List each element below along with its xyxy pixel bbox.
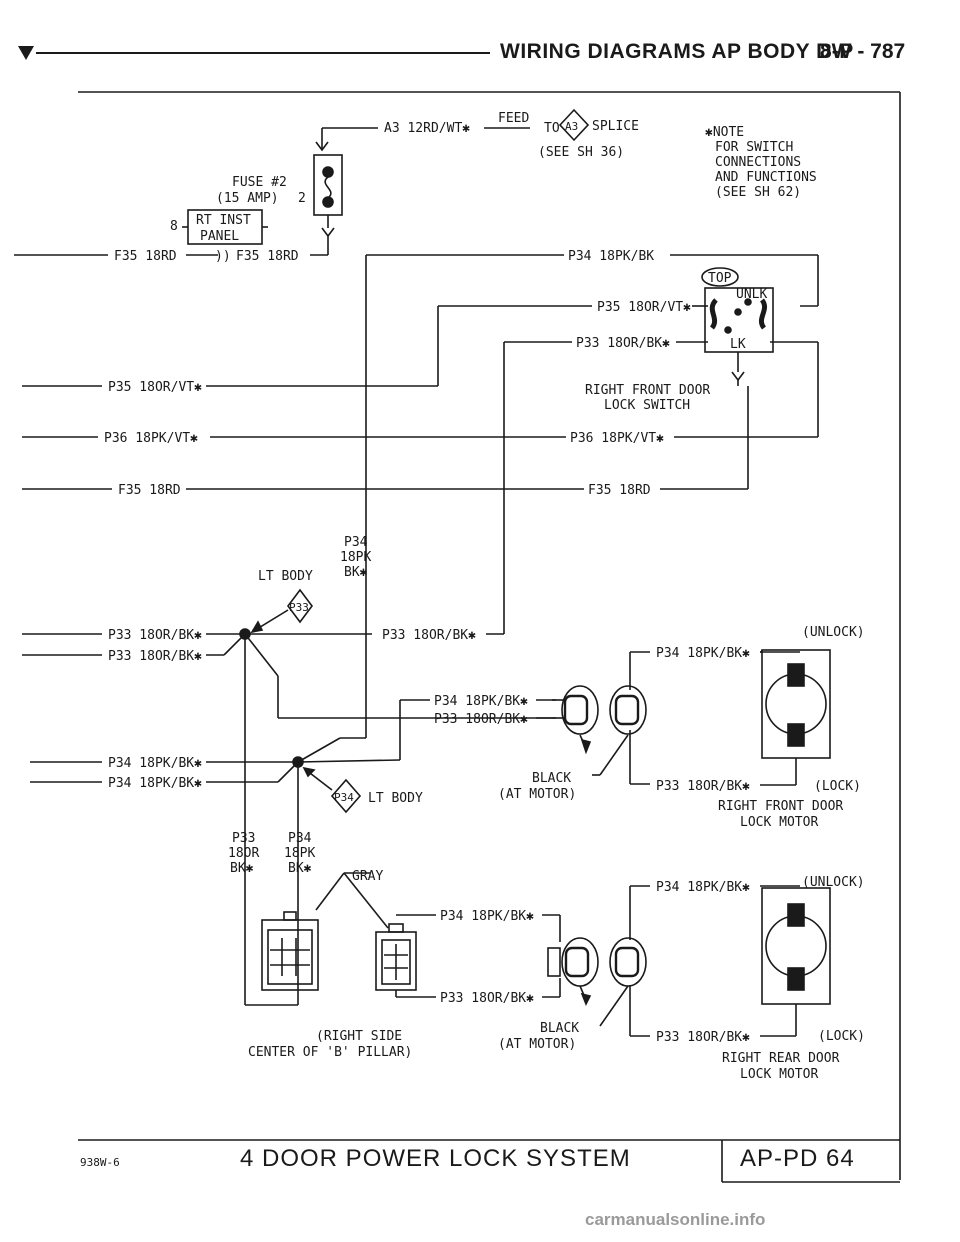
connector-black-2 <box>547 937 647 987</box>
switch-top-label: TOP <box>708 271 732 286</box>
splice-label: SPLICE <box>592 119 639 134</box>
connector-gray-label: GRAY <box>352 869 383 884</box>
note-line-1: ✱NOTE <box>705 125 744 140</box>
connector-at-motor-2: (AT MOTOR) <box>498 1037 576 1052</box>
footer-title: 4 DOOR POWER LOCK SYSTEM <box>240 1145 631 1172</box>
splice-p33-id: P33 <box>289 601 309 614</box>
lock-motor-rear <box>761 887 831 1005</box>
note-line-4: AND FUNCTIONS <box>715 170 817 185</box>
wire-p33-conn: P33 18OR/BK✱ <box>434 712 528 727</box>
wire-f35-right: F35 18RD <box>236 249 299 264</box>
wire-p33-motor1: P33 18OR/BK✱ <box>656 779 750 794</box>
page-number: 8W - 787 <box>820 40 906 63</box>
splice-lt-body-2: LT BODY <box>368 791 423 806</box>
panel-label-2: PANEL <box>200 229 239 244</box>
motor-rear-lock: (LOCK) <box>818 1029 865 1044</box>
feed-wire: A3 12RD/WT✱ <box>384 121 470 136</box>
wire-p34-motor2: P34 18PK/BK✱ <box>656 880 750 895</box>
lock-motor-front <box>760 649 831 759</box>
note-line-3: CONNECTIONS <box>715 155 801 170</box>
wire-p35-left: P35 18OR/VT✱ <box>108 380 202 395</box>
wire-f35-right2: F35 18RD <box>588 483 651 498</box>
feed-see: (SEE SH 36) <box>538 145 624 160</box>
watermark: carmanualsonline.info <box>585 1210 766 1229</box>
wire-p34-vert-1: P34 <box>344 535 368 550</box>
motor-front-lock: (LOCK) <box>814 779 861 794</box>
wire-p34-vert2-2: 18PK <box>284 846 315 861</box>
switch-name-1: RIGHT FRONT DOOR <box>585 383 710 398</box>
wire-p36-right: P36 18PK/VT✱ <box>570 431 664 446</box>
connector-at-motor-1: (AT MOTOR) <box>498 787 576 802</box>
wire-p34-b: P34 18PK/BK✱ <box>108 776 202 791</box>
page-title: WIRING DIAGRAMS AP BODY D-P <box>500 40 854 63</box>
motor-front-unlock: (UNLOCK) <box>802 625 865 640</box>
pillar-label-2: CENTER OF 'B' PILLAR) <box>248 1045 412 1060</box>
connector-black-1-label: BLACK <box>532 771 571 786</box>
page-header: WIRING DIAGRAMS AP BODY D-P 8W - 787 <box>0 0 960 90</box>
wire-p34-motor1: P34 18PK/BK✱ <box>656 646 750 661</box>
wire-p33-switch: P33 18OR/BK✱ <box>576 336 670 351</box>
wire-p33-mid: P33 18OR/BK✱ <box>382 628 476 643</box>
wire-p33-b: P33 18OR/BK✱ <box>108 649 202 664</box>
wire-p34-vert2-3: BK✱ <box>288 861 312 876</box>
note-line-5: (SEE SH 62) <box>715 185 801 200</box>
wire-p33-vert-3: BK✱ <box>230 861 254 876</box>
wire-p33-motor2: P33 18OR/BK✱ <box>656 1030 750 1045</box>
fuse-label: FUSE #2 <box>232 175 287 190</box>
connector-gray <box>375 923 417 991</box>
wire-p34-conn: P34 18PK/BK✱ <box>434 694 528 709</box>
lock-switch <box>701 267 774 386</box>
switch-unlk-label: UNLK <box>736 287 767 302</box>
footer-code: 938W-6 <box>80 1156 120 1169</box>
feed-label: FEED <box>498 111 529 126</box>
panel-label-1: RT INST <box>196 213 251 228</box>
note-block: ✱NOTE FOR SWITCH CONNECTIONS AND FUNCTIO… <box>705 125 817 200</box>
wire-p33-a: P33 18OR/BK✱ <box>108 628 202 643</box>
connector-b-pillar <box>245 911 319 1006</box>
wire-f35-left2: F35 18RD <box>118 483 181 498</box>
splice-diamond-p34 <box>330 778 362 814</box>
panel-pin: 8 <box>170 219 178 234</box>
wire-f35-left: F35 18RD <box>114 249 177 264</box>
switch-name-2: LOCK SWITCH <box>604 398 690 413</box>
splice-lt-body-1: LT BODY <box>258 569 313 584</box>
wire-p36-left: P36 18PK/VT✱ <box>104 431 198 446</box>
wire-p34-vert2-1: P34 <box>288 831 312 846</box>
wire-p34-conn2: P34 18PK/BK✱ <box>440 909 534 924</box>
header-rule <box>18 46 490 60</box>
pillar-label-1: (RIGHT SIDE <box>316 1029 402 1044</box>
fuse-block <box>182 127 378 255</box>
connector-black-1 <box>552 685 647 735</box>
connector-black-2-label: BLACK <box>540 1021 579 1036</box>
feed-to: TO <box>544 121 560 136</box>
wire-p34-a: P34 18PK/BK✱ <box>108 756 202 771</box>
wire-p34-top: P34 18PK/BK <box>568 249 654 264</box>
splice-diamond-a3 <box>558 108 590 142</box>
fuse-pin: 2 <box>298 191 306 206</box>
fuse-rating: (15 AMP) <box>216 191 279 206</box>
splice-id: A3 <box>565 120 578 133</box>
motor-front-name-1: RIGHT FRONT DOOR <box>718 799 843 814</box>
footer-page-code: AP-PD 64 <box>740 1145 855 1172</box>
splice-diamond-p33 <box>287 588 313 624</box>
connector-symbol: )) <box>215 249 231 264</box>
motor-front-name-2: LOCK MOTOR <box>740 815 818 830</box>
splice-p34-id: P34 <box>334 791 354 804</box>
wire-p34-vert-2: 18PK <box>340 550 371 565</box>
wire-p34-vert-3: BK✱ <box>344 565 368 580</box>
note-line-2: FOR SWITCH <box>715 140 793 155</box>
switch-lk-label: LK <box>730 337 746 352</box>
wire-p33-conn2: P33 18OR/BK✱ <box>440 991 534 1006</box>
wire-p33-vert-1: P33 <box>232 831 255 846</box>
motor-rear-unlock: (UNLOCK) <box>802 875 865 890</box>
wire-p33-vert-2: 18OR <box>228 846 259 861</box>
motor-rear-name-2: LOCK MOTOR <box>740 1067 818 1082</box>
motor-rear-name-1: RIGHT REAR DOOR <box>722 1051 840 1066</box>
diagram-frame <box>78 91 901 1183</box>
wire-p35-switch: P35 18OR/VT✱ <box>597 300 691 315</box>
